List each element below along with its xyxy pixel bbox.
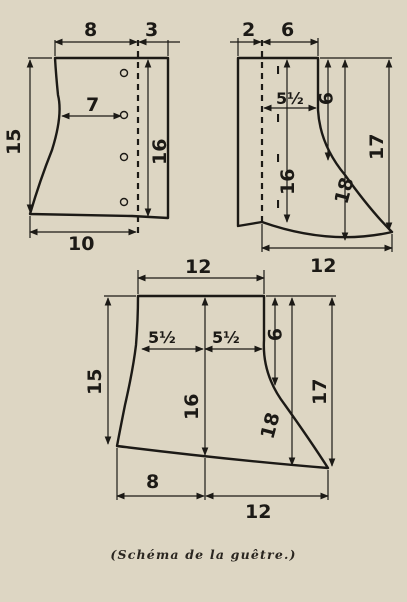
dim-label: 7 xyxy=(86,94,99,116)
dim-label: 2 xyxy=(242,19,255,41)
dim-label: 3 xyxy=(145,19,158,41)
svg-text:I: I xyxy=(276,152,280,165)
assembled-piece: 12 5½ 5½ 9 15 16 18 17 8 12 xyxy=(84,256,336,523)
buttonhole xyxy=(119,68,129,78)
dim-label: 18 xyxy=(331,175,359,206)
right-piece-outline xyxy=(236,56,394,239)
dim-label: 16 xyxy=(149,139,171,165)
dim-label: 9 xyxy=(314,92,336,105)
dim-label: 5½ xyxy=(212,328,240,347)
dim-label: 18 xyxy=(257,410,285,441)
figure-caption: (Schéma de la guêtre.) xyxy=(110,547,297,562)
dim-label: 8 xyxy=(146,471,159,493)
svg-text:I: I xyxy=(276,112,280,125)
dim-label: 17 xyxy=(309,379,331,405)
left-piece: 8 3 7 15 16 10 xyxy=(3,19,180,255)
left-piece-outline xyxy=(28,56,170,220)
buttonhole xyxy=(119,110,129,120)
buttonhole xyxy=(119,152,129,162)
dim-label: 16 xyxy=(181,394,203,420)
dim-label: 12 xyxy=(185,256,211,278)
dim-label: 15 xyxy=(84,369,106,395)
dim-label: 12 xyxy=(310,255,336,277)
buttonhole xyxy=(119,197,129,207)
dim-label: 8 xyxy=(84,19,97,41)
dim-label: 12 xyxy=(245,501,271,523)
right-piece: 2 6 I I I I 5½ 9 16 18 17 12 xyxy=(230,19,394,277)
dim-label: 5½ xyxy=(148,328,176,347)
svg-text:I: I xyxy=(276,64,280,77)
svg-text:I: I xyxy=(276,198,280,211)
dim-label: 5½ xyxy=(276,89,304,108)
dim-label: 6 xyxy=(281,19,294,41)
dim-label: 10 xyxy=(68,233,94,255)
dim-label: 9 xyxy=(263,328,285,341)
dim-label: 15 xyxy=(3,129,25,155)
dim-label: 17 xyxy=(366,134,388,160)
dim-label: 16 xyxy=(277,169,299,195)
assembled-piece-outline xyxy=(115,294,330,470)
